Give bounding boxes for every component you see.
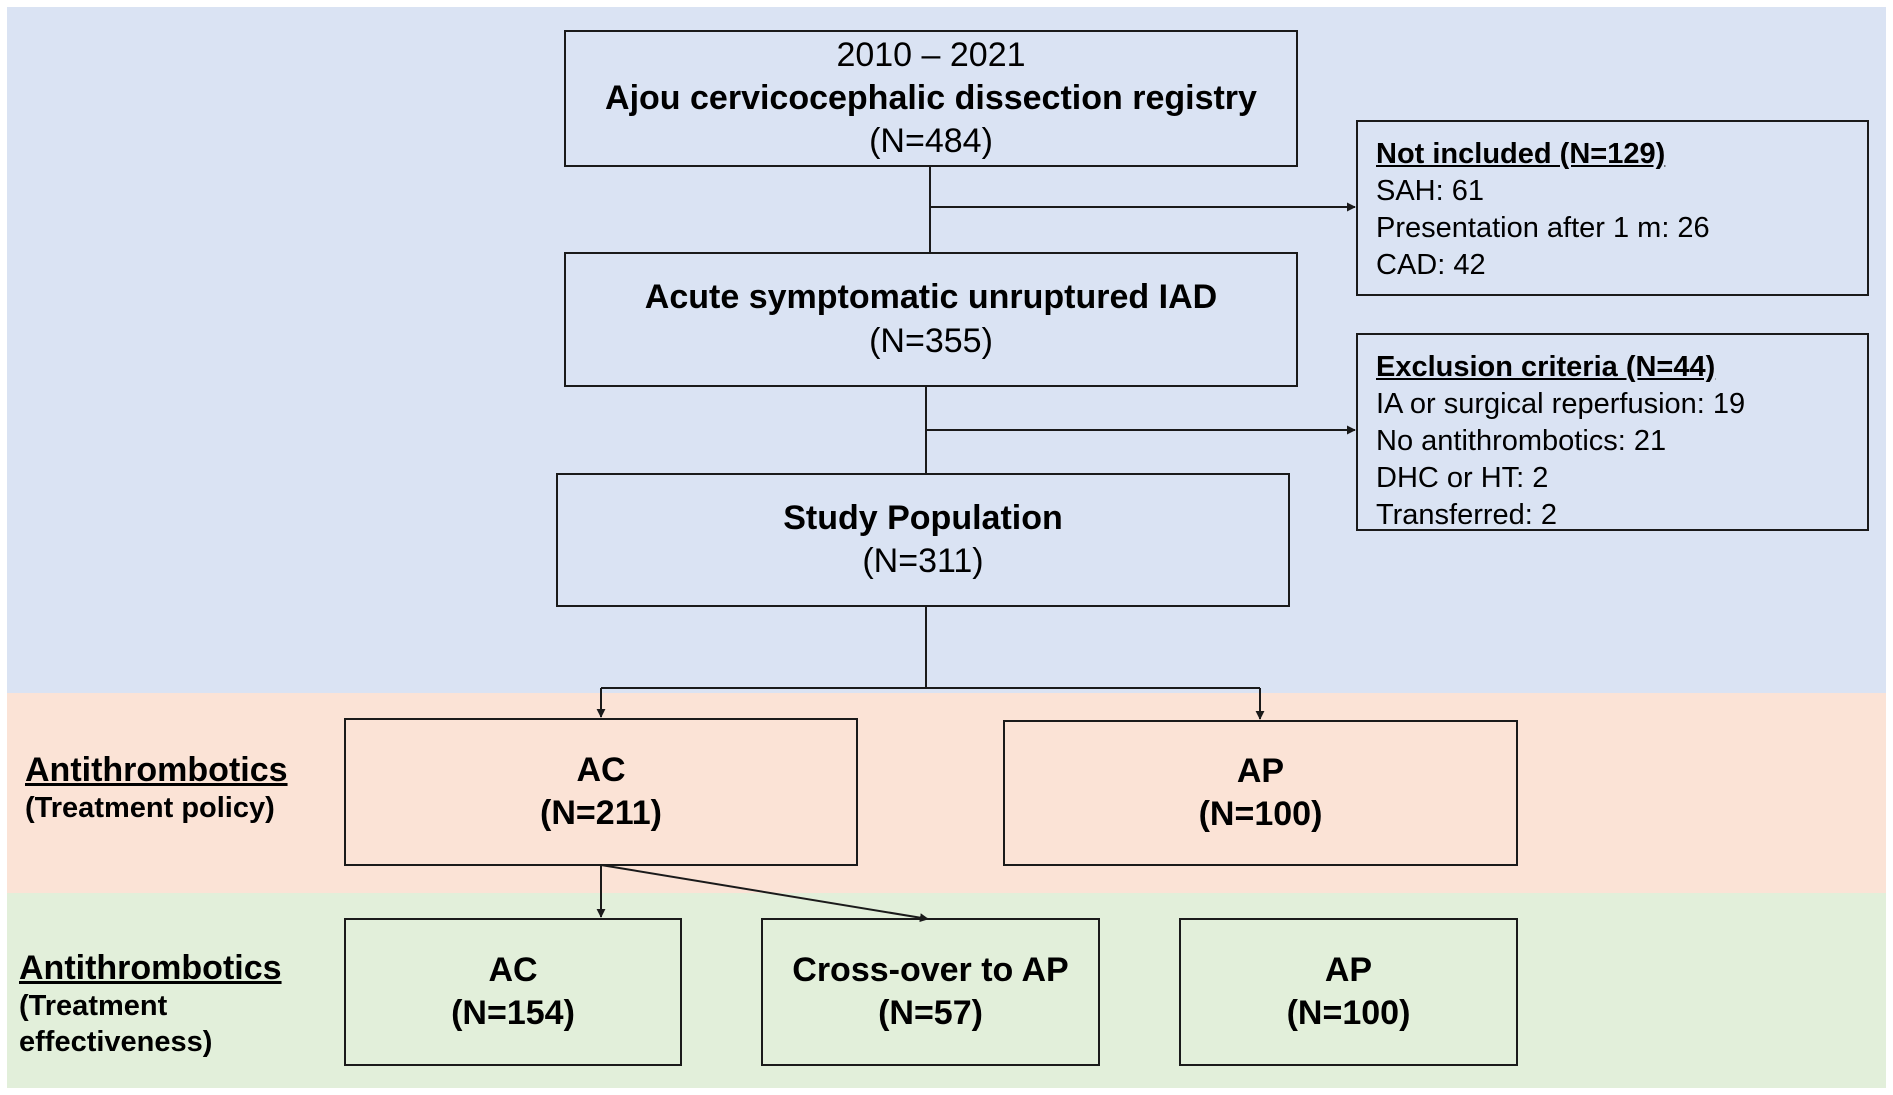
registry-count: (N=484) [869,122,993,161]
background-band-effectiveness [7,893,1886,1088]
policy-row-subtitle: (Treatment policy) [25,792,275,824]
policy-row-label: Antithrombotics (Treatment policy) [25,750,288,826]
crossover-count: (N=57) [878,994,983,1032]
ap-effect-title: AP [1324,950,1373,989]
exclusion-item: Transferred: 2 [1376,499,1558,531]
exclusion-criteria-box: Exclusion criteria (N=44) IA or surgical… [1356,333,1869,531]
ap-policy-count: (N=100) [1198,795,1323,833]
arrow-to-crossover [600,864,929,923]
acute-count: (N=355) [869,321,993,360]
crossover-box: Cross-over to AP (N=57) [761,918,1100,1066]
effectiveness-row-subtitle-2: effectiveness) [19,1026,213,1058]
ac-policy-box: AC (N=211) [344,718,858,866]
effectiveness-row-title: Antithrombotics [19,949,282,987]
acute-title: Acute symptomatic unruptured IAD [644,278,1218,317]
study-title: Study Population [783,498,1063,537]
registry-title: Ajou cervicocephalic dissection registry [605,78,1257,117]
ac-effect-title: AC [488,950,538,989]
not-included-box: Not included (N=129) SAH: 61 Presentatio… [1356,120,1869,296]
exclusion-item: No antithrombotics: 21 [1376,425,1667,457]
exclusion-heading: Exclusion criteria (N=44) [1376,351,1716,383]
not-included-item: CAD: 42 [1376,249,1486,281]
ap-effect-box: AP (N=100) [1179,918,1518,1066]
effectiveness-row-subtitle-1: (Treatment [19,990,168,1022]
crossover-title: Cross-over to AP [792,950,1069,989]
not-included-item: SAH: 61 [1376,175,1484,207]
registry-years: 2010 – 2021 [836,35,1026,74]
registry-box: 2010 – 2021 Ajou cervicocephalic dissect… [564,30,1298,167]
study-population-box: Study Population (N=311) [556,473,1290,607]
exclusion-item: DHC or HT: 2 [1376,462,1549,494]
effectiveness-row-label: Antithrombotics (Treatment effectiveness… [19,948,282,1060]
ac-effect-count: (N=154) [451,994,575,1032]
ap-policy-title: AP [1236,751,1285,790]
not-included-heading: Not included (N=129) [1376,138,1666,170]
exclusion-item: IA or surgical reperfusion: 19 [1376,388,1746,420]
not-included-item: Presentation after 1 m: 26 [1376,212,1710,244]
acute-iad-box: Acute symptomatic unruptured IAD (N=355) [564,252,1298,387]
ac-policy-count: (N=211) [540,794,662,832]
ac-effect-box: AC (N=154) [344,918,682,1066]
study-count: (N=311) [862,542,984,580]
background-band-policy [7,693,1886,893]
ap-policy-box: AP (N=100) [1003,720,1518,866]
policy-row-title: Antithrombotics [25,751,288,789]
ap-effect-count: (N=100) [1286,994,1411,1032]
ac-policy-title: AC [576,750,626,789]
